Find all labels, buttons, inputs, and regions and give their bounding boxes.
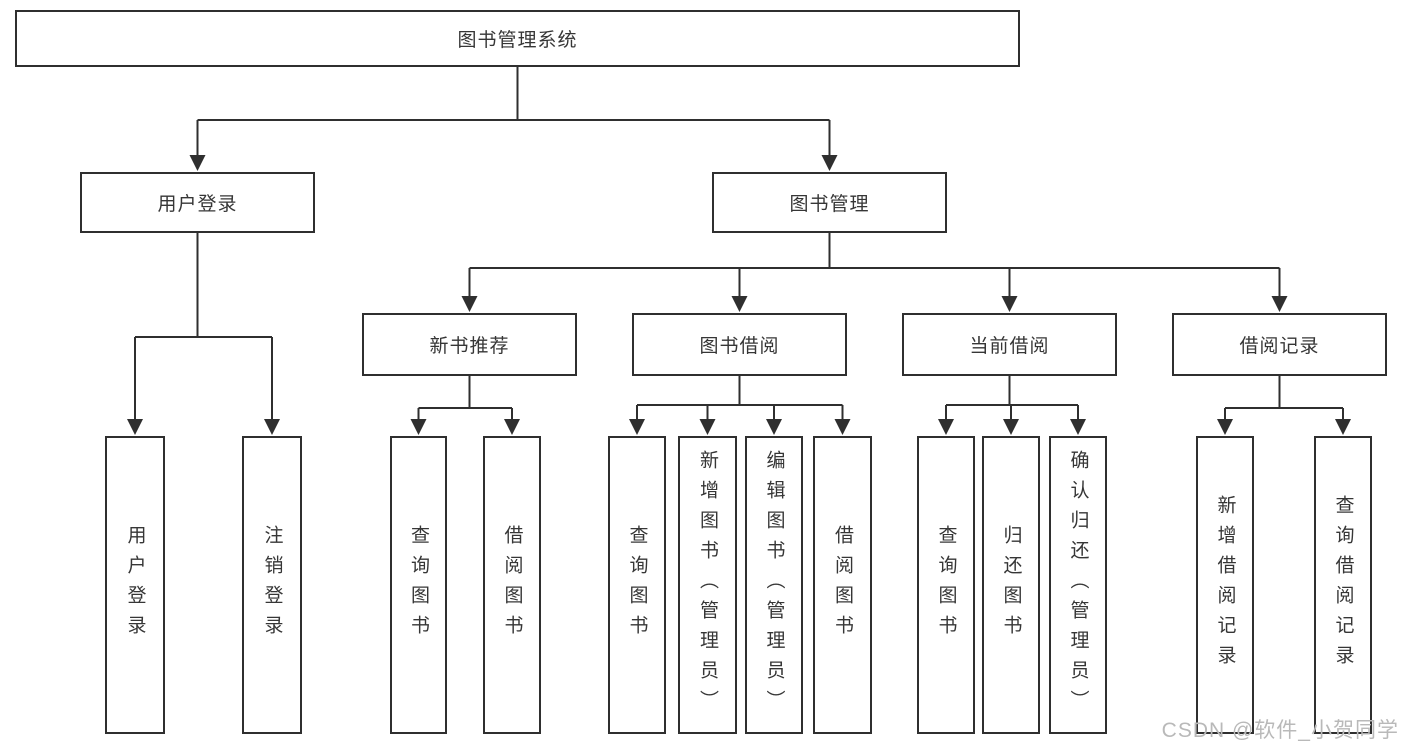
arrowheads-book-borrowing [629, 419, 851, 435]
arrowheads-current-borrowing [938, 419, 1086, 435]
leaf-confirm-return-admin: 确认归还（管理员） [1049, 436, 1107, 734]
arrowheads-borrowing-records [1217, 419, 1351, 435]
node-current-borrowing: 当前借阅 [902, 313, 1117, 376]
node-label: 图书管理 [789, 194, 870, 215]
leaf-logout: 注销登录 [242, 436, 302, 734]
connector-current-borrowing [945, 376, 1079, 420]
node-label: 新书推荐 [429, 336, 510, 357]
node-label: 新增图书（管理员） [697, 450, 718, 720]
arrowheads-level3 [461, 296, 1288, 312]
leaf-borrow-books: 借阅图书 [813, 436, 872, 734]
node-label: 用户登录 [124, 525, 146, 645]
node-label: 注销登录 [261, 525, 283, 645]
node-label: 确认归还（管理员） [1067, 450, 1089, 720]
arrowheads-level2 [189, 155, 838, 171]
node-book-management: 图书管理 [712, 172, 947, 233]
node-label: 借阅图书 [832, 525, 853, 645]
node-label: 图书借阅 [699, 336, 780, 357]
node-new-book-recommendation: 新书推荐 [362, 313, 577, 376]
node-label: 查询图书 [408, 525, 429, 645]
connector-new-book [417, 376, 513, 420]
leaf-query-books-recommend: 查询图书 [390, 436, 447, 734]
node-label: 借阅图书 [501, 525, 523, 645]
node-label: 编辑图书（管理员） [763, 450, 785, 720]
connector-book-management [468, 233, 1281, 297]
node-root: 图书管理系统 [15, 10, 1020, 67]
arrowheads-new-book [410, 419, 520, 435]
node-user-login: 用户登录 [80, 172, 315, 233]
arrowheads-user-login [127, 419, 280, 435]
node-label: 用户登录 [157, 194, 238, 215]
node-borrowing-records: 借阅记录 [1172, 313, 1387, 376]
connector-user-login [134, 233, 273, 420]
watermark: CSDN @软件_小贺同学 [1161, 719, 1399, 742]
leaf-user-login: 用户登录 [105, 436, 165, 734]
leaf-query-borrow-record: 查询借阅记录 [1314, 436, 1372, 734]
leaf-borrow-books-recommend: 借阅图书 [483, 436, 541, 734]
node-label: 图书管理系统 [457, 30, 578, 51]
connector-borrowing-records [1224, 376, 1344, 420]
connector-book-borrowing [636, 376, 844, 420]
leaf-query-books-current: 查询图书 [917, 436, 975, 734]
node-label: 借阅记录 [1239, 336, 1320, 357]
node-label: 归还图书 [1000, 525, 1022, 645]
node-label: 查询图书 [935, 525, 957, 645]
node-label: 当前借阅 [969, 336, 1050, 357]
leaf-query-books-borrowing: 查询图书 [608, 436, 666, 734]
connector-root-to-level2 [196, 67, 831, 156]
node-book-borrowing: 图书借阅 [632, 313, 847, 376]
leaf-add-borrow-record: 新增借阅记录 [1196, 436, 1254, 734]
leaf-add-book-admin: 新增图书（管理员） [678, 436, 737, 734]
node-label: 新增借阅记录 [1214, 495, 1236, 675]
node-label: 查询图书 [626, 525, 648, 645]
node-label: 查询借阅记录 [1332, 495, 1354, 675]
leaf-edit-book-admin: 编辑图书（管理员） [745, 436, 803, 734]
leaf-return-books: 归还图书 [982, 436, 1040, 734]
